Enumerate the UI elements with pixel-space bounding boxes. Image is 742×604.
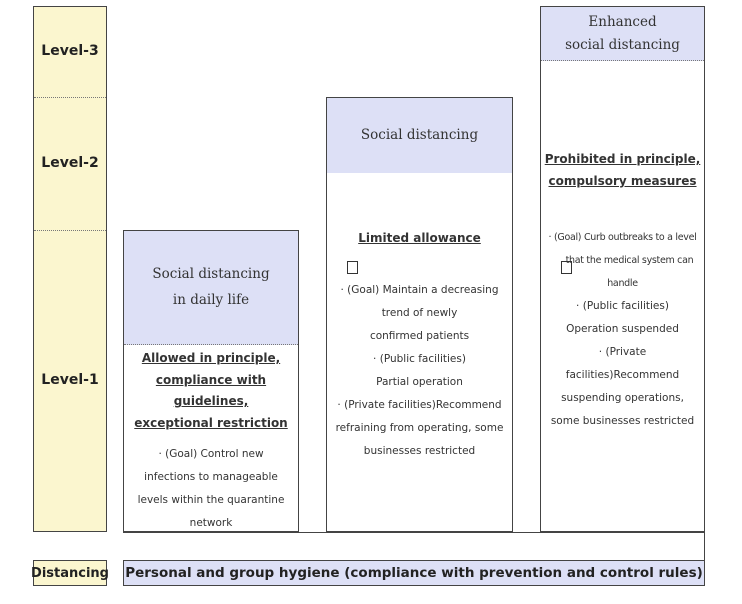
stage-2-body-line: trend of newly — [381, 307, 458, 319]
stage-1-body-line: · (Goal) Control new — [158, 448, 264, 460]
stage-3-column: Enhanced social distancing Prohibited in… — [540, 6, 705, 532]
stage-1-header: Social distancing in daily life — [124, 231, 298, 345]
hygiene-bar: Personal and group hygiene (compliance w… — [123, 560, 705, 586]
level-divider — [34, 97, 106, 98]
stage-2-body-line: · (Public facilities) — [373, 353, 466, 365]
stage-1-body-line: levels within the quarantine — [137, 494, 285, 506]
level-3-label: Level-3 — [41, 43, 99, 59]
stage-2-body-line: · (Goal) Maintain a decreasing — [340, 284, 499, 296]
stage-2-column: Social distancing Limited allowance · (G… — [326, 97, 513, 532]
stage-3-title-line1: Prohibited in principle, — [544, 152, 701, 166]
stage-3-body: · (Goal) Curb outbreaks to a level that … — [545, 226, 700, 433]
stage-3-body-line: · (Public facilities) — [576, 300, 669, 312]
stage-2-body-line: refraining from operating, some — [335, 422, 504, 434]
stage-1-column: Social distancing in daily life Allowed … — [123, 230, 299, 532]
stage-2-body-line: · (Private facilities)Recommend — [337, 399, 502, 411]
stage-1-title-line1: Allowed in principle, — [141, 351, 281, 365]
stage-1-title-line2: compliance with guidelines, — [155, 372, 267, 409]
stage-3-header-line1: Enhanced — [588, 13, 657, 30]
stage-2-header-line1: Social distancing — [360, 126, 479, 143]
stage-1-body: · (Goal) Control new infections to manag… — [130, 443, 292, 535]
stage-3-title: Prohibited in principle, compulsory meas… — [541, 149, 704, 192]
stage-3-body-line: some businesses restricted — [550, 415, 695, 427]
stage-2-body-line: Partial operation — [376, 376, 463, 388]
stage-3-body-line: handle — [607, 278, 638, 289]
stage-3-header-line2: social distancing — [565, 36, 680, 53]
checkbox-glyph-icon — [347, 261, 358, 274]
level-divider — [34, 230, 106, 231]
stage-3-header: Enhanced social distancing — [541, 7, 704, 61]
level-column: Level-3 Level-2 Level-1 — [33, 6, 107, 532]
stage-2-header: Social distancing — [327, 98, 512, 173]
checkbox-glyph-icon — [561, 261, 572, 274]
distancing-label: Distancing — [31, 560, 109, 586]
stage-3-body-line: suspending operations, — [561, 392, 684, 404]
stage-2-body-line: confirmed patients — [369, 330, 470, 342]
stage-2-body-line: businesses restricted — [363, 445, 476, 457]
stage-3-body-line: · (Private — [598, 346, 647, 358]
stage-1-header-line1: Social distancing — [152, 265, 270, 282]
stage-3-body-line: · (Goal) Curb outbreaks to a level — [548, 232, 697, 243]
level-2-label: Level-2 — [41, 155, 99, 171]
stage-1-title-line3: exceptional restriction — [134, 415, 288, 430]
stage-3-title-line2: compulsory measures — [548, 173, 697, 188]
level-1-label: Level-1 — [41, 372, 99, 388]
stage-3-body-line: facilities)Recommend — [565, 369, 680, 381]
stage-3-body-line: that the medical system can — [565, 255, 694, 266]
stage-2-title: Limited allowance — [358, 231, 481, 245]
baseline-divider — [123, 532, 705, 533]
stage-1-body-line: network — [189, 517, 233, 529]
stage-1-header-line2: in daily life — [172, 291, 250, 308]
stage-2-body: · (Goal) Maintain a decreasing trend of … — [333, 279, 506, 463]
stage-1-title: Allowed in principle, compliance with gu… — [124, 348, 298, 434]
stage-3-body-line: Operation suspended — [566, 323, 679, 335]
baseline-right-edge — [704, 532, 705, 560]
stage-1-body-line: infections to manageable — [144, 471, 278, 483]
